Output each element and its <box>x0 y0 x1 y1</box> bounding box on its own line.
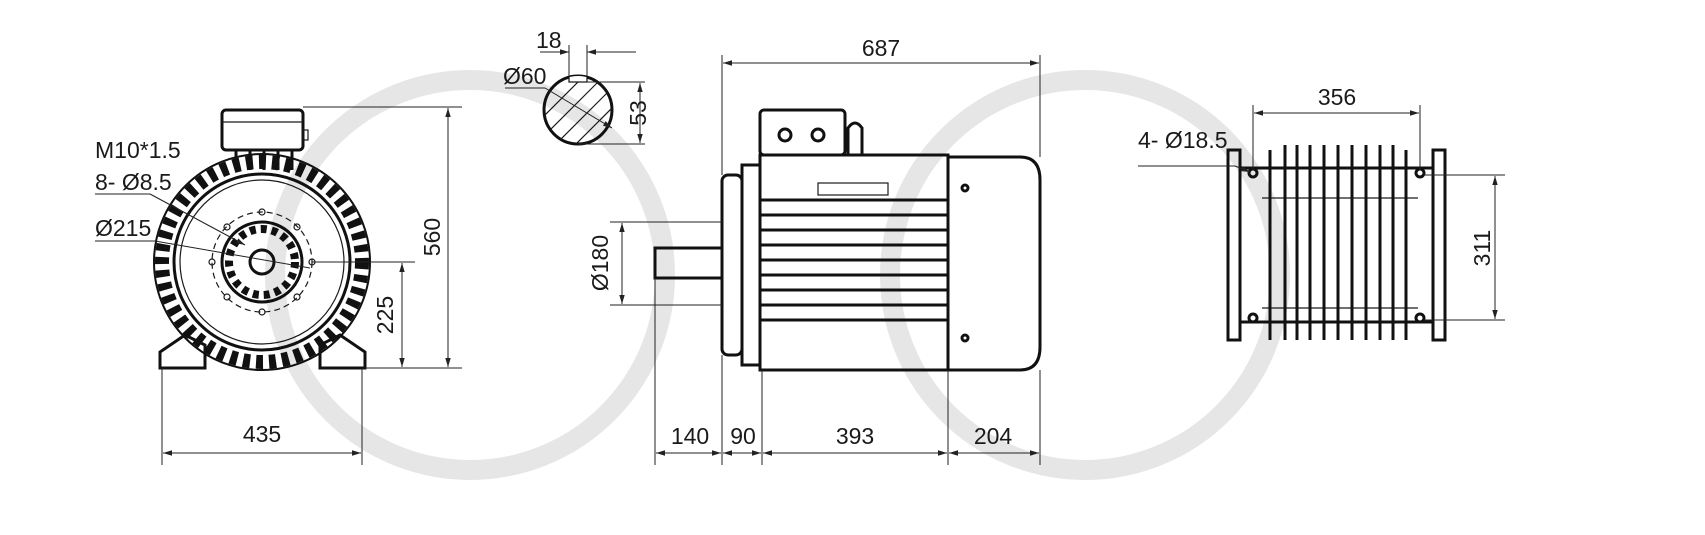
holes-label: 8- Ø8.5 <box>95 169 172 195</box>
bottom-view: 356 4- Ø18.5 311 <box>1138 84 1505 342</box>
shaft-section: 18 Ø60 53 <box>503 27 651 146</box>
feet <box>158 333 367 370</box>
thread-label: M10*1.5 <box>95 137 181 163</box>
key-depth-dim: 53 <box>625 100 651 126</box>
shaft-height-dim: 225 <box>372 296 398 334</box>
pcd-label: Ø215 <box>95 215 151 241</box>
flange <box>720 173 744 357</box>
fan-cover <box>948 155 1042 372</box>
hole-spacing-width-dim: 311 <box>1469 230 1495 267</box>
hole-spacing-length-dim: 356 <box>1318 84 1356 110</box>
flange-holes <box>208 208 316 316</box>
terminal-box-side <box>758 108 864 157</box>
key-width-dim: 18 <box>536 27 562 53</box>
shaft-length-dim: 140 <box>671 423 709 449</box>
overall-length-dim: 687 <box>862 35 900 61</box>
spigot-diameter-dim: Ø180 <box>587 235 613 291</box>
foot-holes <box>1247 167 1426 324</box>
flange-offset-dim: 90 <box>730 423 756 449</box>
frame <box>758 153 950 372</box>
fan-cover-length-dim: 204 <box>974 423 1013 449</box>
foot-holes-label: 4- Ø18.5 <box>1138 127 1228 153</box>
front-view: M10*1.5 8- Ø8.5 Ø215 560 225 435 <box>95 106 462 465</box>
frame-length-dim: 393 <box>836 423 874 449</box>
shaft-diameter-dim: Ø60 <box>503 63 546 89</box>
height-total-dim: 560 <box>419 218 445 256</box>
foot-width-dim: 435 <box>243 421 281 447</box>
side-view: 687 Ø180 140 90 393 204 <box>587 35 1042 465</box>
cooling-fins <box>1268 145 1408 340</box>
